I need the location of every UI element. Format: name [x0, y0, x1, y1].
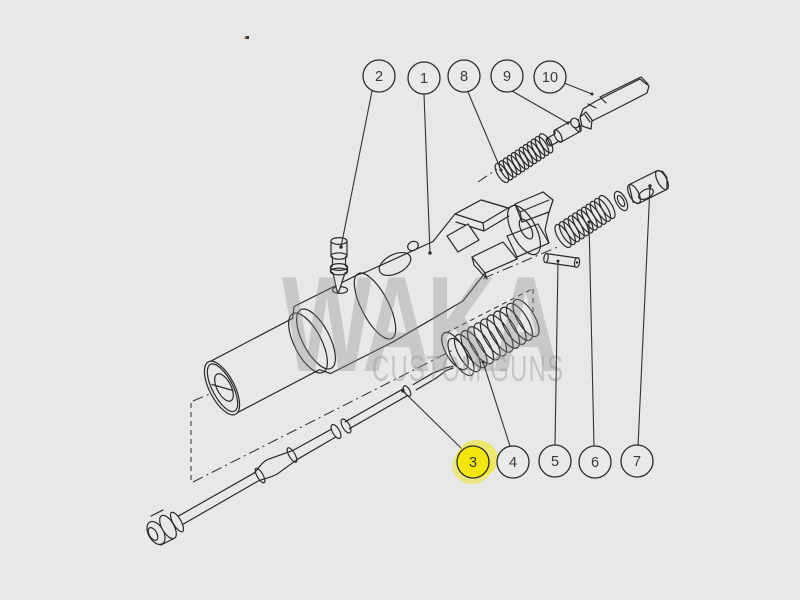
centerline-ejector-spring [477, 168, 498, 183]
extractor-part [570, 76, 650, 130]
firing-pin-bulge [254, 450, 299, 482]
ejector-pin-flange-bottom [329, 267, 349, 276]
firing-pin-bulge-ring-front [286, 447, 298, 463]
callout-8[interactable]: 8 [447, 59, 481, 93]
cocking-piece-slot [638, 187, 654, 201]
svg-text:6: 6 [591, 455, 599, 471]
bolt-body-part [203, 191, 554, 416]
plunger-step [553, 129, 563, 143]
callout-9[interactable]: 9 [490, 59, 524, 93]
ejector-pin-top [330, 237, 348, 246]
leader-2 [340, 90, 373, 248]
plunger-tip [545, 137, 553, 147]
callout-7[interactable]: 7 [620, 444, 654, 478]
svg-text:7: 7 [633, 454, 641, 470]
bolt-rear-hole [214, 373, 234, 402]
svg-text:2: 2 [375, 69, 383, 85]
bolt-small-hole [407, 240, 419, 252]
extractor-pin-bit [570, 117, 580, 129]
firing-pin-shank-rear [177, 472, 260, 526]
watermark-title: WAKA [282, 248, 558, 400]
bolt-rear-rim [206, 363, 239, 413]
svg-text:3: 3 [469, 455, 477, 471]
ejector-pin-flange-top [329, 263, 349, 272]
callout-1[interactable]: 1 [407, 61, 441, 95]
firing-pin-shank-front [344, 387, 409, 430]
bolt-rear-hole-flat [211, 383, 234, 392]
callout-2[interactable]: 2 [362, 59, 396, 93]
bolt-front-hole [518, 218, 534, 240]
bolt-front-face [507, 204, 541, 256]
leader-9 [511, 90, 569, 124]
firing-pin-collar-ring-a [330, 423, 342, 440]
watermark-subtitle: CUSTOM GUNS [372, 349, 564, 389]
callouts: 2 1 8 9 10 3 4 5 6 7 [362, 59, 654, 484]
leader-10 [563, 82, 593, 95]
bolt-collar-ring-a [288, 312, 328, 374]
watermark: WAKA CUSTOM GUNS [282, 248, 564, 400]
ejector-pin-ring-a [330, 252, 348, 260]
firing-pin-tip [412, 365, 454, 391]
artifact-dot [244, 36, 249, 39]
bolt-cam-slot [378, 251, 412, 277]
centerline-firing-pin-axis [192, 348, 456, 483]
leader-1 [423, 93, 431, 254]
lug-bottom [471, 241, 518, 274]
leader-3 [402, 390, 463, 450]
firing-pin-knob-sides [150, 509, 174, 546]
cocking-piece-end-right [655, 169, 669, 191]
leader-8 [467, 91, 502, 171]
retaining-pin-hole [575, 261, 579, 264]
ejector-spring-part [494, 133, 554, 184]
extractor-claw-line [584, 114, 591, 123]
main-spring-part [441, 298, 540, 377]
firing-pin-shank-mid [292, 428, 337, 460]
svg-text:9: 9 [503, 69, 511, 85]
bolt-front-step-ring [353, 272, 397, 340]
dashed-boundary-spring [445, 287, 535, 334]
extractor-claw [579, 111, 593, 130]
extractor-ridge [587, 76, 649, 109]
firing-pin-part [146, 365, 454, 546]
callout-3-highlighted[interactable]: 3 [452, 440, 498, 484]
cocking-piece-end-left [627, 183, 641, 205]
bolt-collar-ring-b [296, 308, 336, 370]
lug-top [454, 199, 509, 224]
leader-lines [339, 82, 652, 450]
callout-6[interactable]: 6 [578, 445, 612, 479]
callout-10[interactable]: 10 [533, 60, 567, 94]
leader-4 [482, 361, 511, 447]
callout-5[interactable]: 5 [538, 444, 572, 478]
cocking-piece-washer-hole [616, 194, 626, 208]
firing-pin-bulge-ring-rear [254, 467, 266, 484]
bolt-head-lugs [446, 191, 554, 280]
leader-5 [554, 261, 559, 446]
retaining-pin-end-left [543, 252, 549, 264]
leader-6 [588, 221, 595, 447]
svg-text:4: 4 [509, 455, 517, 471]
callout-4[interactable]: 4 [496, 445, 530, 479]
firing-pin-knob-face [147, 527, 159, 541]
leader-7 [637, 185, 651, 447]
svg-text:10: 10 [542, 70, 558, 86]
striker-spring-part [554, 194, 616, 249]
firing-pin-collar-rear [169, 511, 185, 533]
lug-bottom-depth [471, 256, 488, 280]
svg-text:5: 5 [551, 454, 559, 470]
svg-text:8: 8 [460, 69, 468, 85]
firing-pin-collar-ring-b [340, 418, 352, 434]
cocking-piece-part [613, 169, 669, 212]
retaining-pin-part [543, 252, 581, 268]
lug-mid-left [446, 223, 480, 253]
svg-text:1: 1 [420, 71, 428, 87]
